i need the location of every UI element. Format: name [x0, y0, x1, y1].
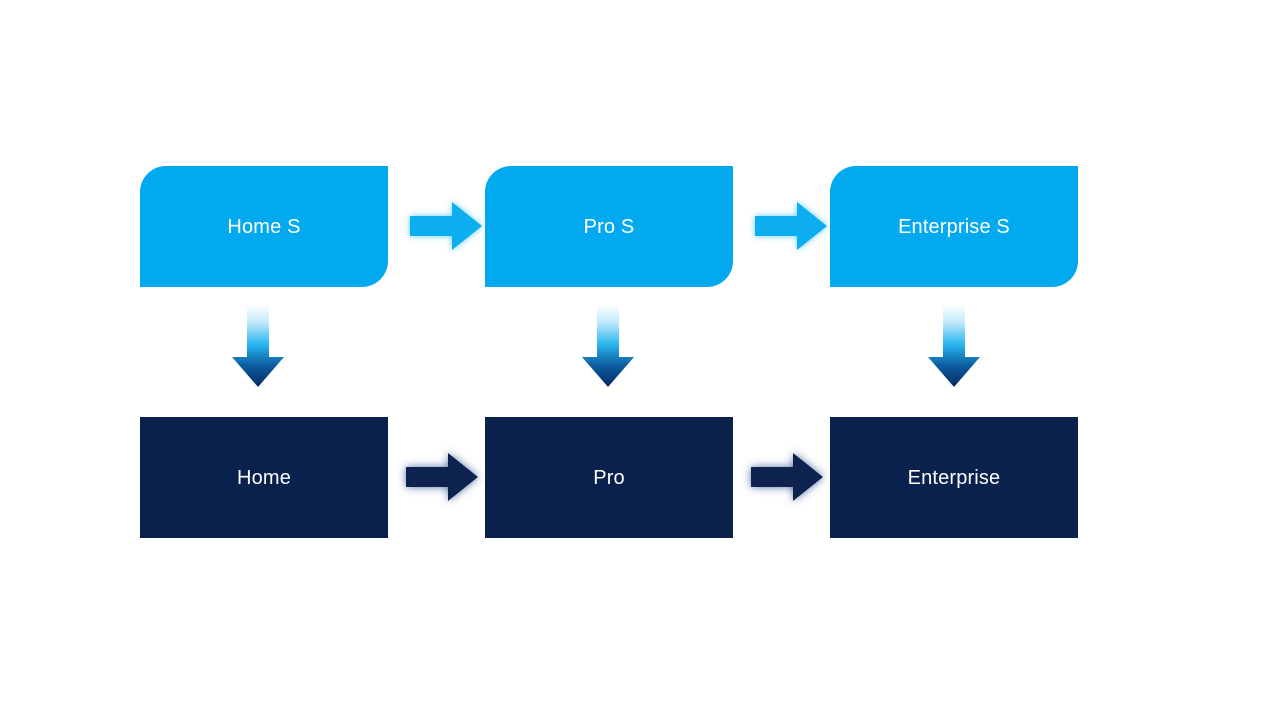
- node-home-label: Home: [237, 466, 291, 489]
- node-enterprise-s-label: Enterprise S: [898, 215, 1010, 238]
- node-pro-s-label: Pro S: [583, 215, 635, 238]
- node-pro-label: Pro: [593, 466, 625, 489]
- arrow-down-icon-pro-s-to-pro: [580, 305, 636, 389]
- node-enterprise[interactable]: Enterprise: [830, 417, 1078, 538]
- node-enterprise-label: Enterprise: [907, 466, 1001, 489]
- node-pro[interactable]: Pro: [485, 417, 733, 538]
- node-home-s-label: Home S: [227, 215, 301, 238]
- node-pro-s[interactable]: Pro S: [485, 166, 733, 287]
- arrow-right-icon-pro-to-enterprise: [749, 449, 825, 505]
- node-home-s[interactable]: Home S: [140, 166, 388, 287]
- node-enterprise-s[interactable]: Enterprise S: [830, 166, 1078, 287]
- arrow-down-icon-home-s-to-home: [230, 305, 286, 389]
- arrow-right-icon-pro-s-to-enterprise-s: [753, 198, 829, 254]
- node-home[interactable]: Home: [140, 417, 388, 538]
- arrow-right-icon-home-to-pro: [404, 449, 480, 505]
- arrow-down-icon-enterprise-s-to-enterprise: [926, 305, 982, 389]
- arrow-right-icon-home-s-to-pro-s: [408, 198, 484, 254]
